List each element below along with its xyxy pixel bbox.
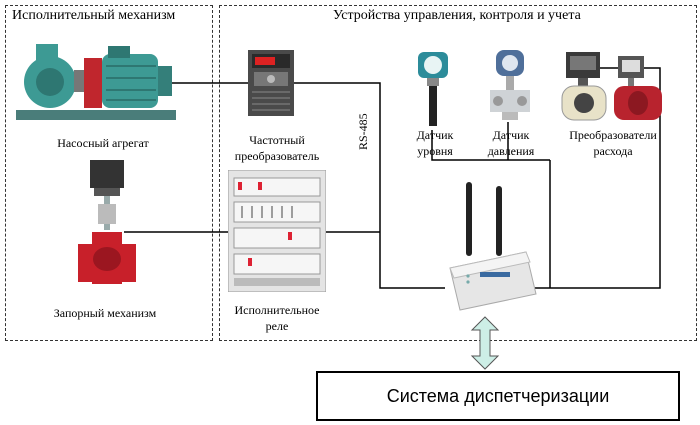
vfd-label-line1: Частотный	[249, 133, 305, 147]
pressure-sensor-label-line1: Датчик	[492, 128, 530, 142]
pressure-sensor-image	[490, 50, 530, 120]
level-sensor-label-line2: уровня	[417, 144, 453, 158]
pressure-sensor-label-line2: давления	[487, 144, 535, 158]
dispatch-system-label: Система диспетчеризации	[386, 385, 610, 406]
vfd-to-controller-bus	[293, 82, 445, 289]
level-sensor-label-line1: Датчик	[416, 128, 454, 142]
vfd-label-line2: преобразователь	[234, 149, 320, 163]
relay-label-line1: Исполнительное	[234, 303, 320, 317]
rs485-bus-label: RS-485	[356, 113, 370, 150]
relay-label-line2: реле	[265, 319, 289, 333]
pump-label: Насосный агрегат	[57, 136, 149, 150]
pump-unit-image	[16, 44, 176, 120]
dispatch-system-box: Система диспетчеризации	[316, 371, 680, 421]
flowmeter-label-line2: расхода	[593, 144, 633, 158]
frequency-converter-image	[248, 50, 294, 116]
level-sensor-image	[418, 52, 448, 126]
control-devices-group	[219, 5, 697, 341]
bidirectional-link-arrow	[470, 316, 500, 370]
shutoff-valve-image	[78, 160, 136, 284]
actuators-group-title: Исполнительный механизм	[12, 8, 176, 23]
flowmeter-image	[561, 52, 662, 121]
valve-label: Запорный механизм	[53, 306, 157, 320]
actuators-group	[5, 5, 213, 341]
control-devices-group-title: Устройства управления, контроля и учета	[333, 8, 581, 23]
actuator-relay-image	[228, 170, 326, 292]
controller-image	[449, 182, 537, 311]
flowmeter-label-line1: Преобразователи	[569, 128, 657, 142]
